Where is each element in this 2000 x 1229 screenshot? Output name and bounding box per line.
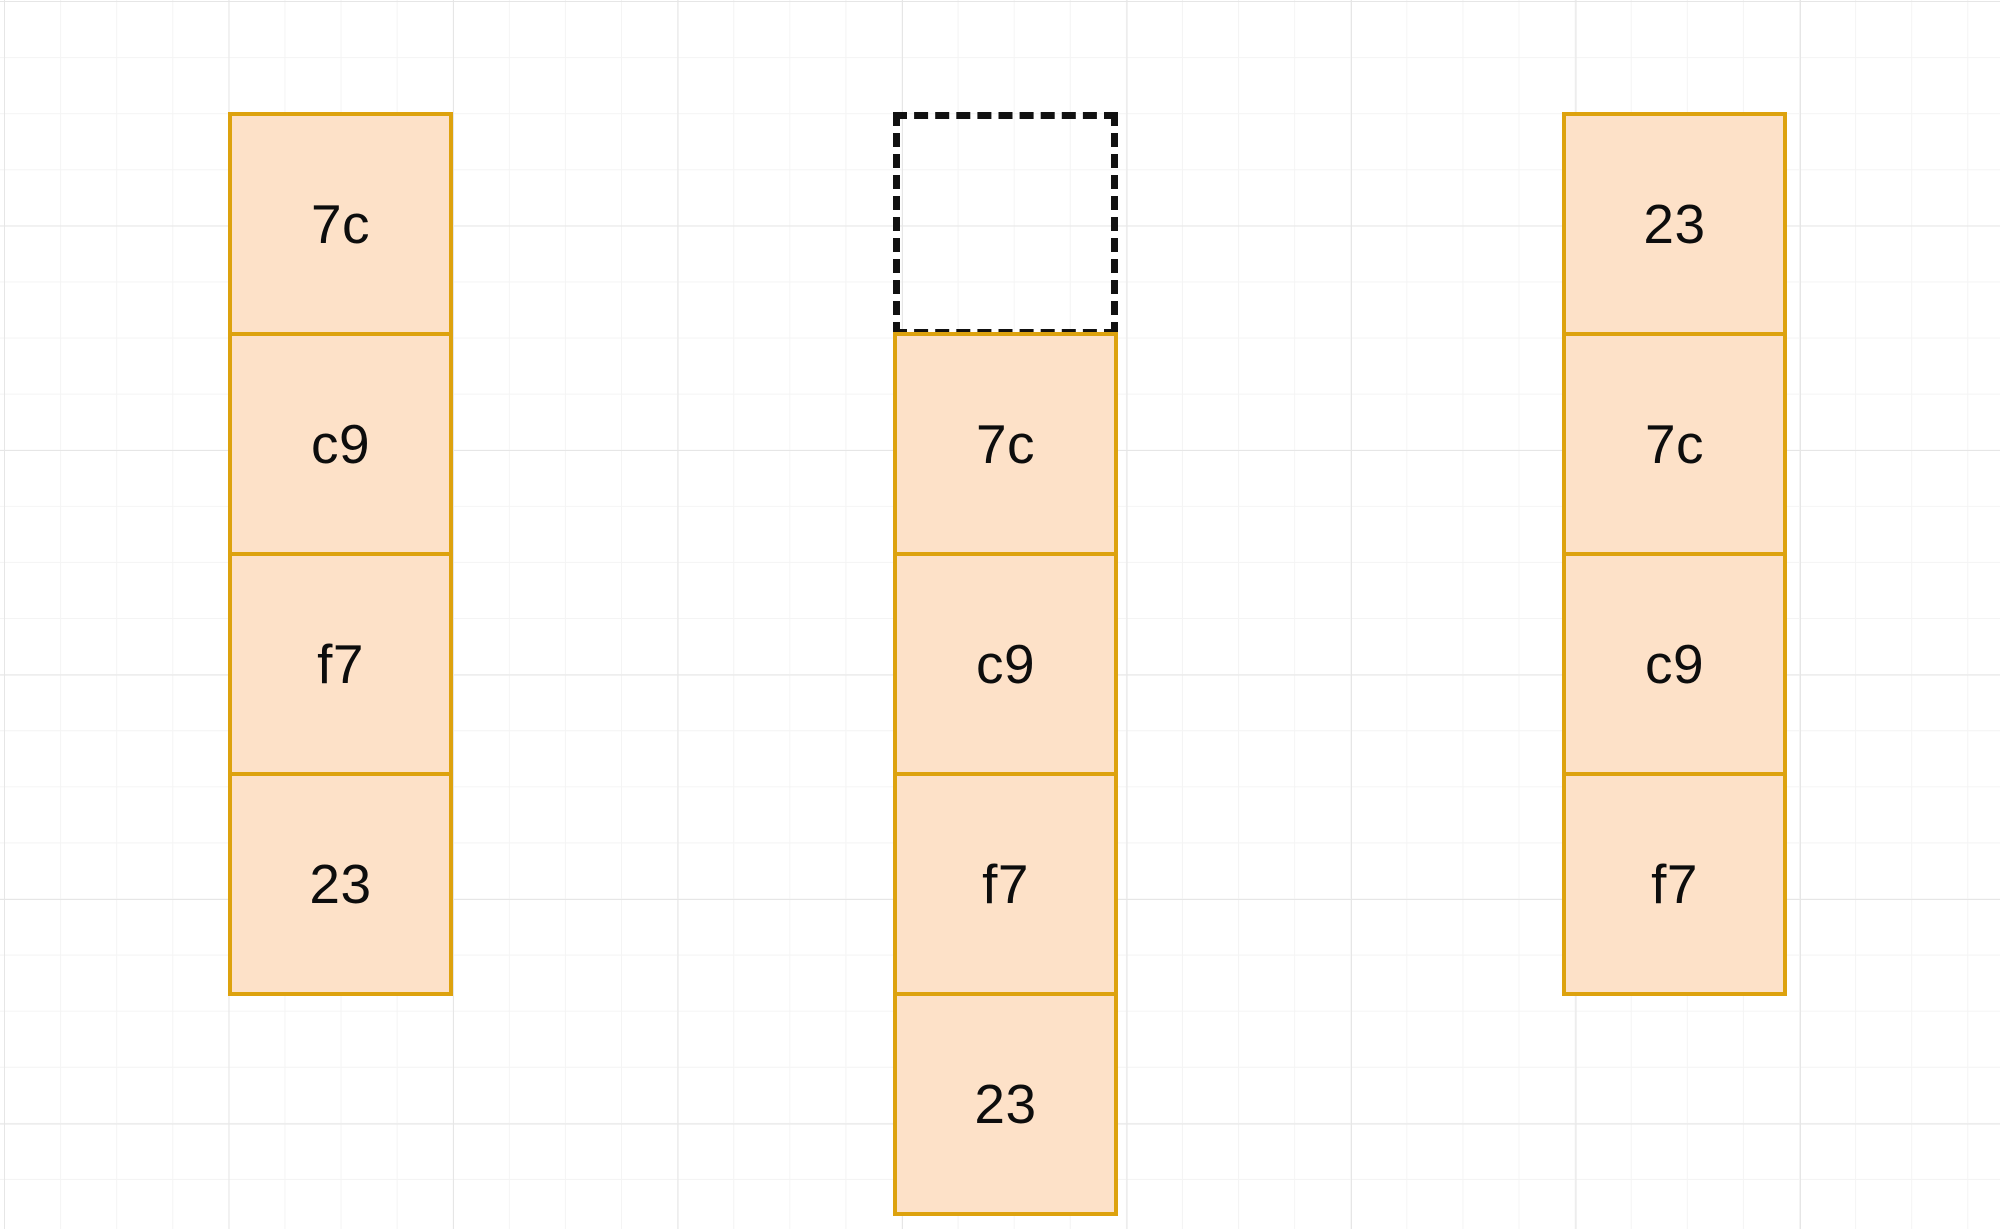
cell-value[interactable]: f7 <box>228 552 453 776</box>
cell-value[interactable]: 7c <box>228 112 453 336</box>
cell-value[interactable]: f7 <box>893 772 1118 996</box>
cell-value[interactable]: c9 <box>1562 552 1787 776</box>
cell-value[interactable]: c9 <box>893 552 1118 776</box>
cell-value[interactable]: 23 <box>1562 112 1787 336</box>
cell-value[interactable]: f7 <box>1562 772 1787 996</box>
cell-value[interactable]: 23 <box>893 992 1118 1216</box>
cell-value[interactable]: 23 <box>228 772 453 996</box>
cell-value[interactable]: 7c <box>1562 332 1787 556</box>
cell-placeholder-empty[interactable] <box>893 112 1118 336</box>
cell-value[interactable]: 7c <box>893 332 1118 556</box>
cell-value[interactable]: c9 <box>228 332 453 556</box>
